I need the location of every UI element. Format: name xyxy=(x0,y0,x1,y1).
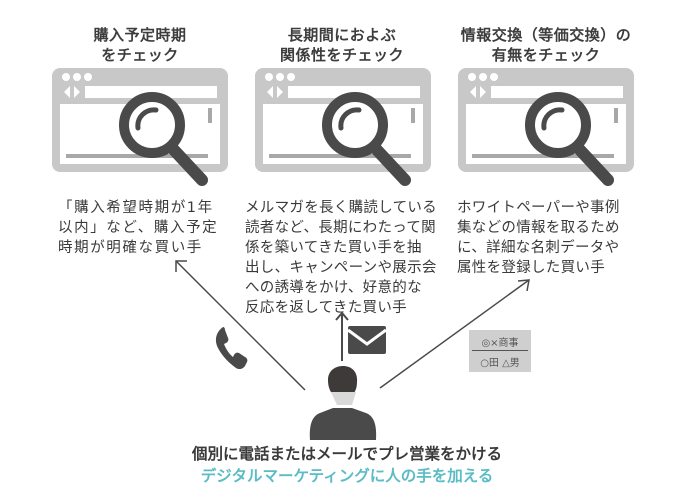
column-3-title: 情報交換（等価交換）の 有無をチェック xyxy=(436,25,656,65)
caption-main: 個別に電話またはメールでプレ営業をかける xyxy=(191,445,502,463)
description-line: 集などの情報を取るため xyxy=(457,220,620,236)
business-card-divider xyxy=(472,350,528,351)
arrow-to-column-1 xyxy=(175,260,306,391)
description-line: 属性を登録した買い手 xyxy=(457,260,605,276)
description-line: への誘導をかけ、好意的な xyxy=(245,280,422,296)
arrow-to-column-3 xyxy=(379,279,530,389)
column-2-title: 長期間におよぶ 関係性をチェック xyxy=(242,25,442,65)
column-2-title-line: 長期間におよぶ xyxy=(287,26,397,44)
column-2-title-line: 関係性をチェック xyxy=(279,46,404,64)
column-1-title: 購入予定時期 をチェック xyxy=(40,25,240,65)
column-1-title-line: をチェック xyxy=(101,46,179,64)
browser-magnifier-icon xyxy=(255,68,431,186)
caption-accent: デジタルマーケティングに人の手を加える xyxy=(200,467,494,485)
browser-magnifier-icon xyxy=(458,68,634,186)
column-3-title-line: 有無をチェック xyxy=(491,46,601,64)
phone-icon xyxy=(215,327,248,370)
description-line: メルマガを長く購読している xyxy=(245,200,437,216)
column-3-title-line: 情報交換（等価交換）の xyxy=(460,26,632,44)
description-line: に、詳細な名刺データや xyxy=(457,240,620,256)
column-1-description: 「購入希望時期が1年 以内」など、購入予定 時期が明確な買い手 xyxy=(58,198,218,258)
mail-icon xyxy=(347,326,387,354)
salesperson-icon xyxy=(309,366,377,440)
description-line: 反応を返してきた買い手 xyxy=(245,300,407,316)
description-line: 係を築いてきた買い手を抽 xyxy=(245,240,422,256)
browser-magnifier-icon xyxy=(52,68,228,186)
description-line: 「購入希望時期が1年 xyxy=(58,200,214,216)
business-card-name: ○田 △男 xyxy=(480,358,520,369)
column-2-description: メルマガを長く購読している 読者など、長期にわたって関 係を築いてきた買い手を抽… xyxy=(245,198,437,318)
column-3-description: ホワイトペーパーや事例 集などの情報を取るため に、詳細な名刺データや 属性を登… xyxy=(457,198,620,278)
arrow-to-column-2 xyxy=(335,311,349,361)
description-line: 読者など、長期にわたって関 xyxy=(245,220,436,236)
description-line: 出し、キャンペーンや展示会 xyxy=(245,260,437,276)
column-1-title-line: 購入予定時期 xyxy=(93,26,187,44)
description-line: 時期が明確な買い手 xyxy=(58,240,203,256)
business-card-icon: ◎×商事 ○田 △男 xyxy=(469,330,531,372)
business-card-company: ◎×商事 xyxy=(481,338,519,349)
description-line: 以内」など、購入予定 xyxy=(58,220,219,236)
description-line: ホワイトペーパーや事例 xyxy=(457,200,620,216)
